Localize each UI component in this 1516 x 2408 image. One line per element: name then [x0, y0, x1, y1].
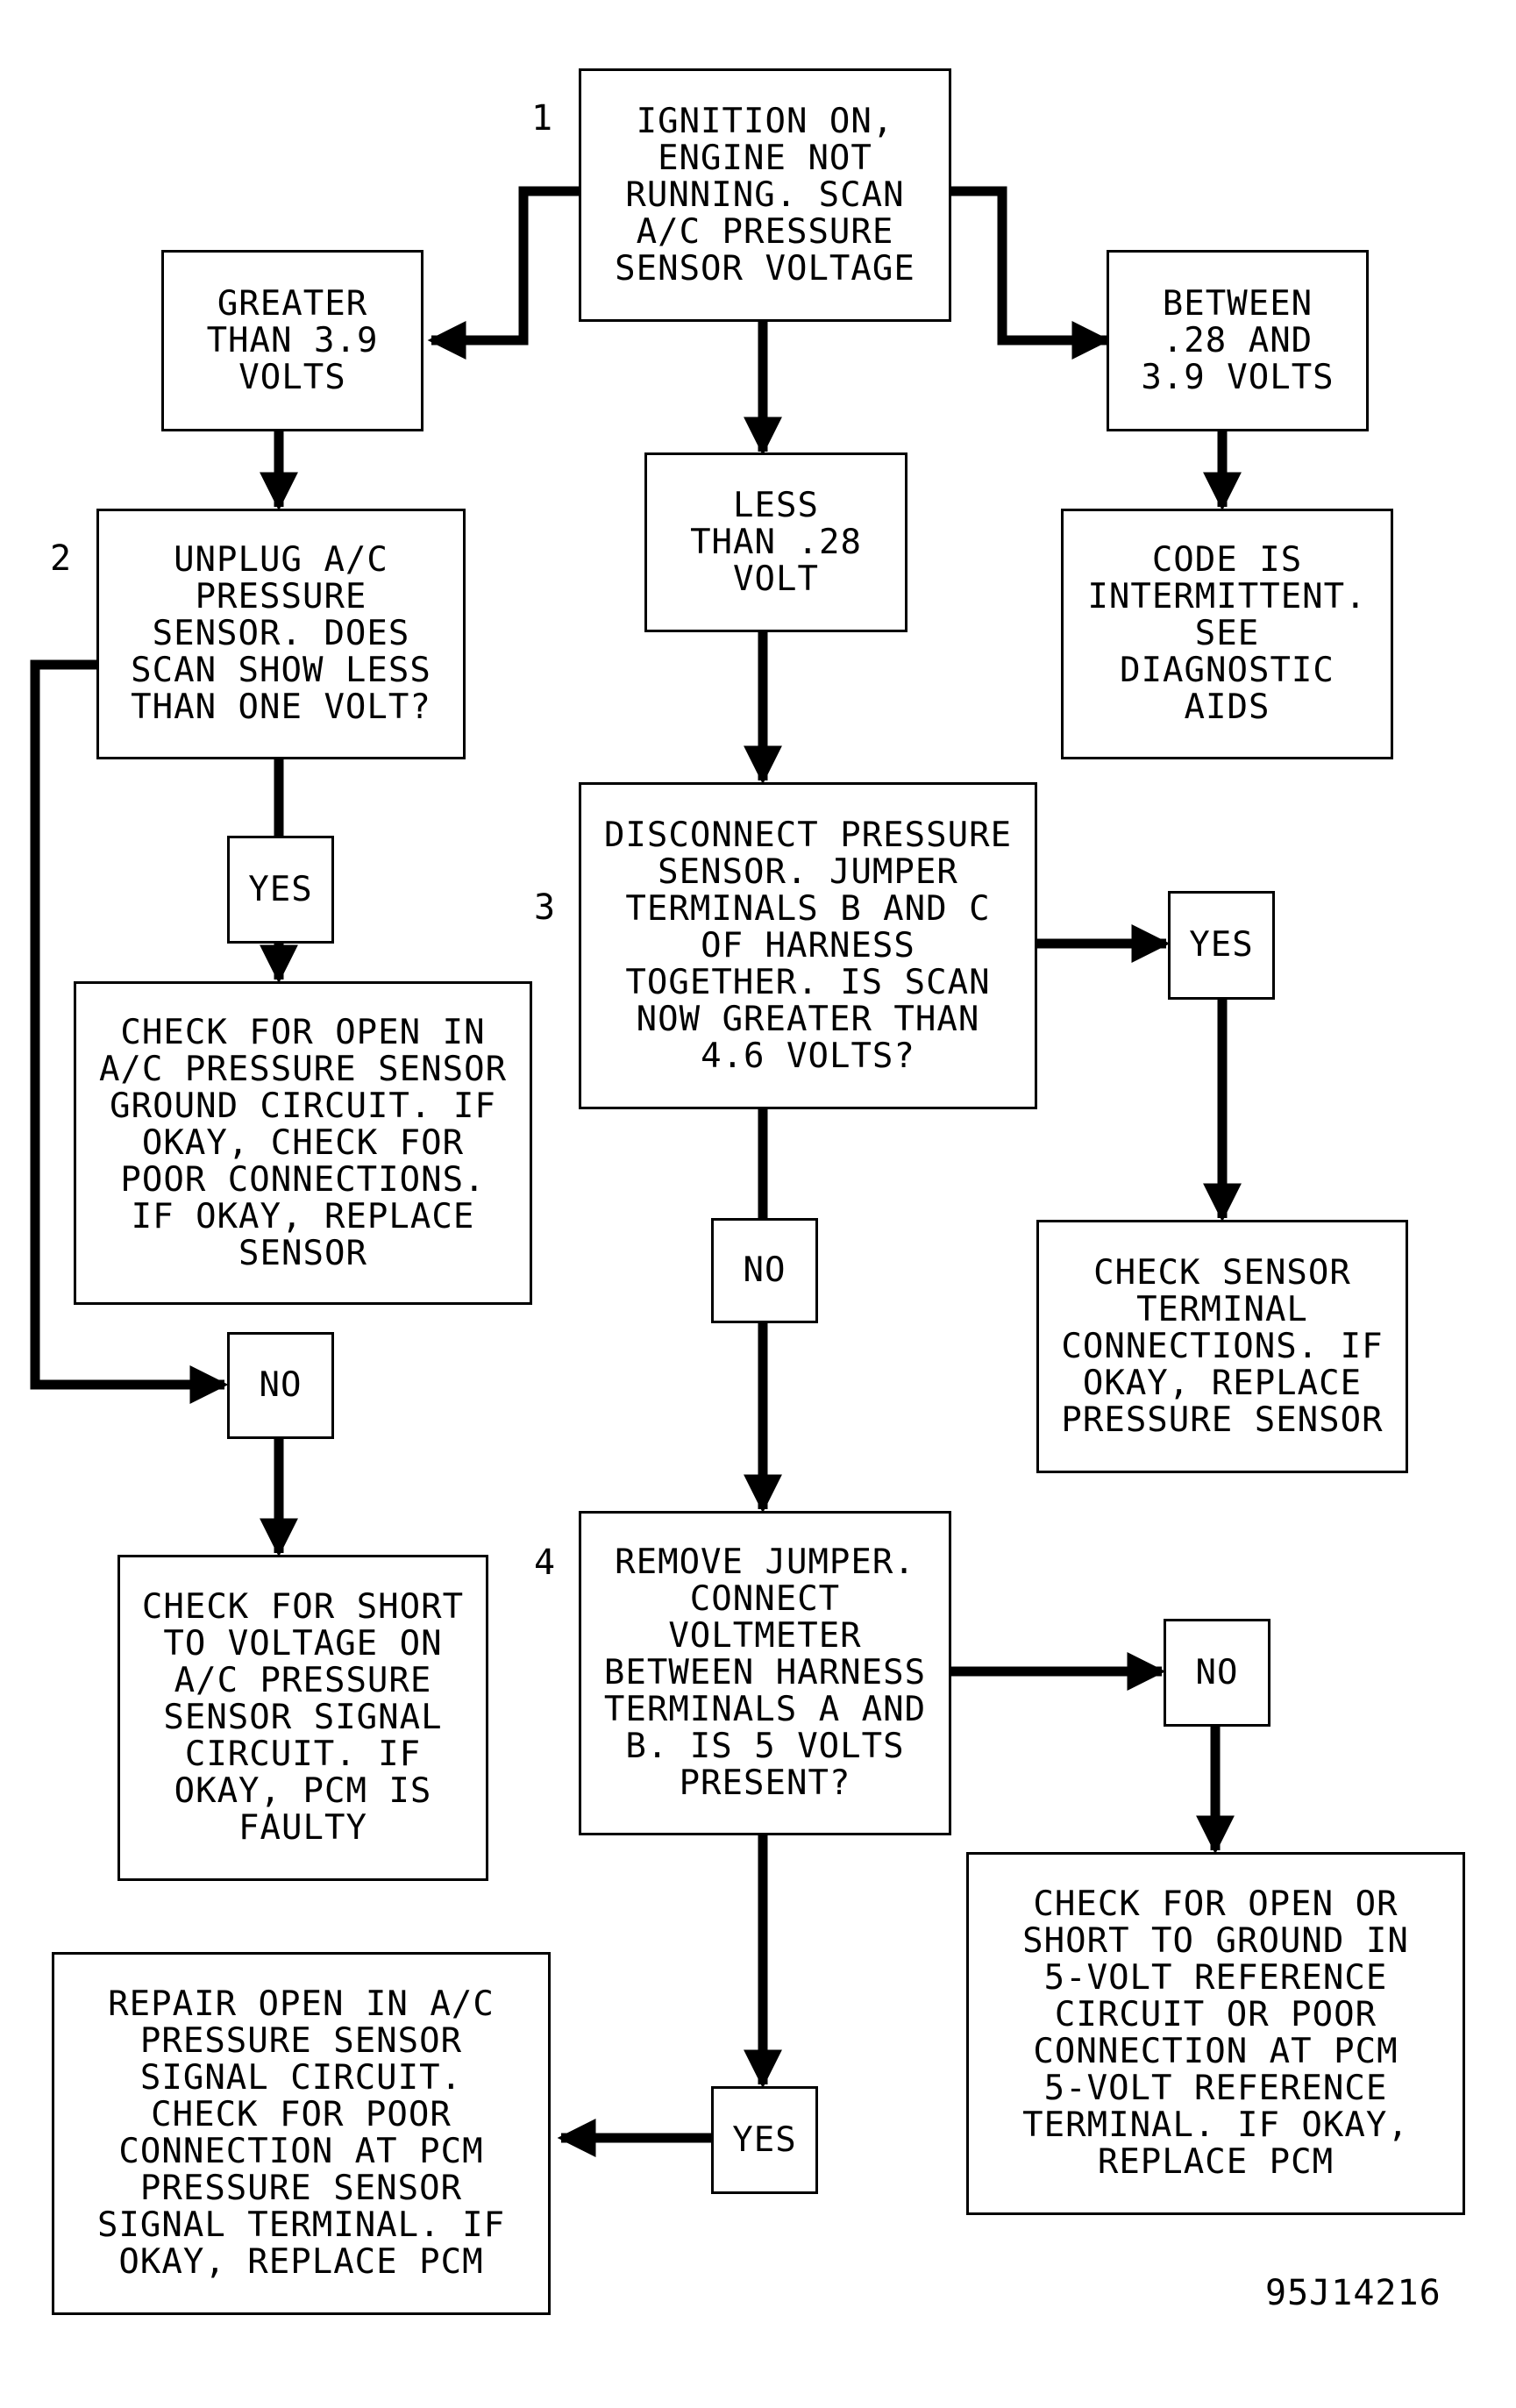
- arrow-start-to-between: [951, 186, 1111, 360]
- no-label-step3: NO: [711, 1218, 818, 1323]
- yes-label-step2: YES: [227, 836, 334, 944]
- start-text: IGNITION ON, ENGINE NOT RUNNING. SCAN A/…: [615, 101, 915, 289]
- yes-text-step2: YES: [248, 869, 313, 909]
- unplug-sensor-box: UNPLUG A/C PRESSURE SENSOR. DOES SCAN SH…: [96, 509, 466, 759]
- greater-than-3-9-box: GREATER THAN 3.9 VOLTS: [161, 250, 423, 431]
- yes-text-step4: YES: [732, 2119, 797, 2160]
- disconnect-sensor-text: DISCONNECT PRESSURE SENSOR. JUMPER TERMI…: [603, 815, 1013, 1076]
- no-text-step4: NO: [1195, 1652, 1239, 1692]
- no-text-step3: NO: [743, 1250, 786, 1290]
- between-box: BETWEEN .28 AND 3.9 VOLTS: [1107, 250, 1369, 431]
- check-open-short-reference-box: CHECK FOR OPEN OR SHORT TO GROUND IN 5-V…: [966, 1852, 1465, 2215]
- disconnect-sensor-box: DISCONNECT PRESSURE SENSOR. JUMPER TERMI…: [579, 782, 1037, 1109]
- check-open-short-reference-text: CHECK FOR OPEN OR SHORT TO GROUND IN 5-V…: [1022, 1884, 1409, 2182]
- check-short-voltage-text: CHECK FOR SHORT TO VOLTAGE ON A/C PRESSU…: [141, 1587, 465, 1848]
- no-label-step4: NO: [1164, 1619, 1270, 1727]
- no-text-step2: NO: [259, 1365, 302, 1405]
- remove-jumper-text: REMOVE JUMPER. CONNECT VOLTMETER BETWEEN…: [603, 1542, 927, 1803]
- intermittent-text: CODE IS INTERMITTENT. SEE DIAGNOSTIC AID…: [1087, 540, 1367, 727]
- check-open-ground-text: CHECK FOR OPEN IN A/C PRESSURE SENSOR GR…: [98, 1012, 508, 1273]
- no-label-step2: NO: [227, 1332, 334, 1439]
- unplug-sensor-text: UNPLUG A/C PRESSURE SENSOR. DOES SCAN SH…: [131, 540, 431, 727]
- figure-code: 95J14216: [1265, 2273, 1441, 2313]
- repair-open-text: REPAIR OPEN IN A/C PRESSURE SENSOR SIGNA…: [96, 1984, 506, 2282]
- remove-jumper-box: REMOVE JUMPER. CONNECT VOLTMETER BETWEEN…: [579, 1511, 951, 1835]
- yes-label-step3: YES: [1168, 891, 1275, 1000]
- less-than-028-text: LESS THAN .28 VOLT: [690, 485, 862, 599]
- yes-label-step4: YES: [711, 2086, 818, 2194]
- yes-text-step3: YES: [1189, 925, 1254, 965]
- start-box: IGNITION ON, ENGINE NOT RUNNING. SCAN A/…: [579, 68, 951, 322]
- between-text: BETWEEN .28 AND 3.9 VOLTS: [1141, 283, 1335, 397]
- step-number-1: 1: [531, 98, 553, 139]
- arrow-start-to-greater: [427, 186, 579, 360]
- check-sensor-terminal-text: CHECK SENSOR TERMINAL CONNECTIONS. IF OK…: [1061, 1252, 1384, 1440]
- step-number-2: 2: [50, 538, 72, 579]
- arrow-unplug-to-no: [30, 659, 229, 1404]
- greater-than-3-9-text: GREATER THAN 3.9 VOLTS: [206, 283, 379, 397]
- less-than-028-box: LESS THAN .28 VOLT: [644, 452, 907, 632]
- repair-open-box: REPAIR OPEN IN A/C PRESSURE SENSOR SIGNA…: [52, 1952, 551, 2315]
- intermittent-box: CODE IS INTERMITTENT. SEE DIAGNOSTIC AID…: [1061, 509, 1393, 759]
- check-short-voltage-box: CHECK FOR SHORT TO VOLTAGE ON A/C PRESSU…: [117, 1555, 488, 1881]
- check-open-ground-box: CHECK FOR OPEN IN A/C PRESSURE SENSOR GR…: [74, 981, 532, 1305]
- step-number-4: 4: [534, 1542, 556, 1583]
- step-number-3: 3: [534, 887, 556, 928]
- check-sensor-terminal-box: CHECK SENSOR TERMINAL CONNECTIONS. IF OK…: [1036, 1220, 1408, 1473]
